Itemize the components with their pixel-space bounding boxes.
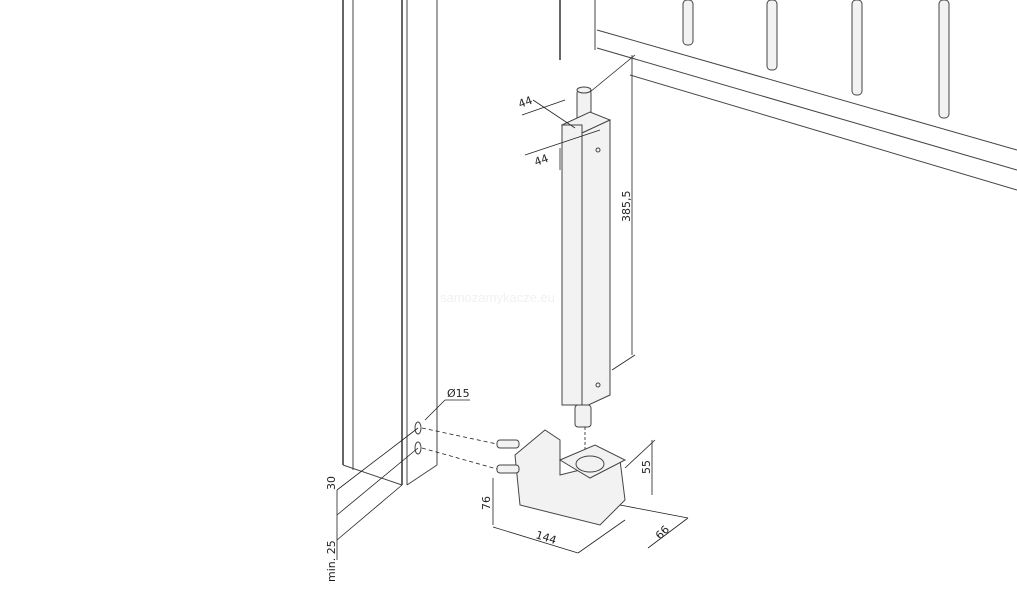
dim-bracket-height: 55 xyxy=(640,460,653,474)
dim-min-25: min. 25 xyxy=(325,540,338,582)
dimension-lines xyxy=(336,54,689,560)
base-bracket xyxy=(421,427,627,526)
gate-closer xyxy=(560,86,612,455)
dim-square-b: 44 xyxy=(533,152,551,169)
dim-hole-diameter: Ø15 xyxy=(447,387,470,400)
gate-post xyxy=(342,0,438,486)
watermark: samozamykacze.eu xyxy=(440,290,555,305)
dim-base-height: 76 xyxy=(480,496,493,510)
dim-closer-height: 385,5 xyxy=(620,191,633,223)
dim-square-a: 44 xyxy=(517,94,535,111)
dim-spacing-30: 30 xyxy=(325,476,338,490)
gate-leaf xyxy=(559,0,1017,191)
dim-base-width: 144 xyxy=(534,528,558,547)
dim-base-depth: 66 xyxy=(653,523,672,542)
